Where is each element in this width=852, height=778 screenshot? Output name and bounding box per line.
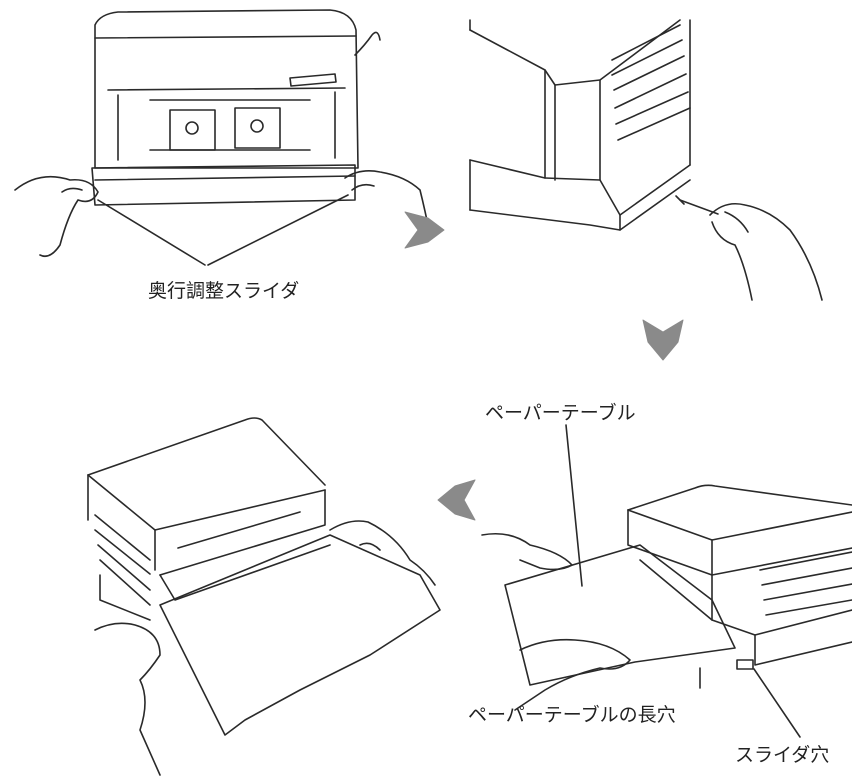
step1-printer-front — [14, 9, 431, 266]
arrow-right-icon — [404, 211, 445, 249]
arrow-down-icon — [642, 319, 684, 361]
label-depth-slider: 奥行調整スライダ — [148, 280, 300, 302]
step4-installed — [87, 417, 441, 776]
arrow-left-icon — [437, 479, 476, 521]
label-slider-hole: スライダ穴 — [735, 744, 830, 766]
step2-side-detail — [469, 19, 823, 301]
step3-insert-paper-table — [481, 484, 852, 711]
label-paper-table: ペーパーテーブル — [485, 402, 636, 424]
label-paper-table-slot: ペーパーテーブルの長穴 — [468, 704, 676, 726]
